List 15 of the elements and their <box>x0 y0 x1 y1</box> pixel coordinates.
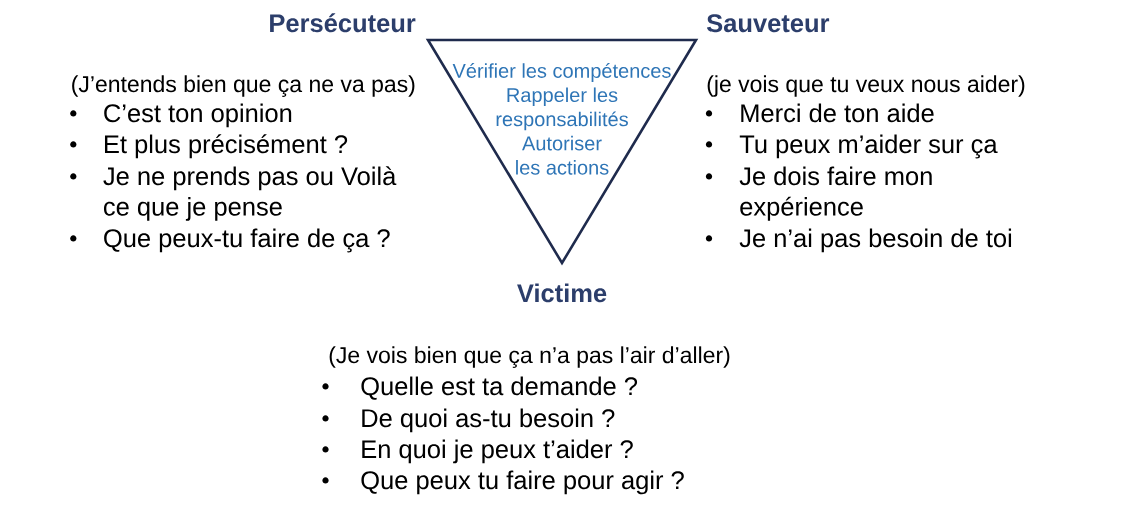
bullet-item: Je dois faire mon expérience <box>739 166 932 221</box>
bullet-item: Quelle est ta demande ? <box>361 376 638 400</box>
role-heading: Persécuteur <box>270 13 416 33</box>
bullet-item: Que peux-tu faire de ça ? <box>104 228 390 253</box>
bullet-item: De quoi as-tu besoin ? <box>362 408 615 433</box>
note-text: (Je vois bien que ça n’a pas l’air d’aller) <box>329 346 730 368</box>
bullet-item: Tu peux m’aider sur ça <box>739 134 998 159</box>
bullet-item: Merci de ton aide <box>741 103 934 123</box>
bullet-item: Je ne prends pas ou Voilà ce que je pense <box>103 166 397 221</box>
bullet-item: Que peux tu faire pour agir ? <box>361 470 684 495</box>
role-heading: Sauveteur <box>706 14 830 33</box>
bullet-item: Et plus précisément ? <box>105 134 348 159</box>
bullet-item: Je n’ai pas besoin de toi <box>739 228 1012 253</box>
bullet-item: En quoi je peux t’aider ? <box>362 439 633 464</box>
bullet-item: C’est ton opinion <box>104 103 292 128</box>
